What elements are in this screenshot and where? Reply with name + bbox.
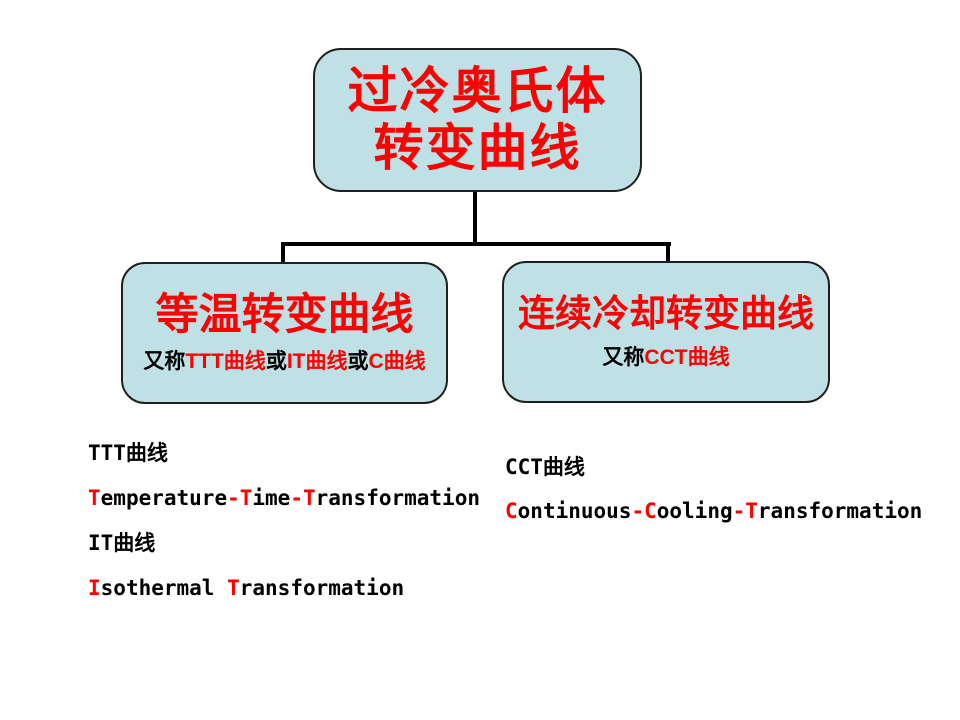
text-segment: ontinuous	[517, 499, 632, 523]
text-segment: 或	[347, 350, 369, 374]
connector-horizontal-line	[281, 242, 671, 246]
text-segment: -T	[290, 486, 316, 510]
text-segment: TTT曲线	[88, 441, 168, 465]
note-it-label: IT曲线	[88, 531, 155, 555]
text-segment: T	[88, 486, 101, 510]
text-segment: -T	[732, 499, 758, 523]
text-segment: IT曲线	[88, 531, 156, 555]
connector-vertical-line	[473, 190, 477, 246]
text-segment: CCT曲线	[644, 345, 730, 369]
continuous-cooling-node-box: 连续冷却转变曲线 又称CCT曲线	[502, 261, 830, 403]
text-segment: ooling	[656, 499, 733, 523]
text-segment: IT曲线	[286, 350, 348, 374]
note-ttt-label: TTT曲线	[88, 441, 168, 465]
text-segment: -T	[227, 486, 253, 510]
root-node-box: 过冷奥氏体 转变曲线	[313, 48, 642, 192]
text-segment: 又称	[602, 345, 645, 369]
continuous-cooling-node-title: 连续冷却转变曲线	[518, 293, 814, 335]
connector-stub-right	[666, 242, 670, 263]
text-segment: TTT曲线	[185, 350, 266, 374]
text-segment: C曲线	[368, 350, 426, 374]
note-cct-expansion: Continuous-Cooling-Transformation	[505, 499, 922, 523]
text-segment: 又称	[143, 350, 186, 374]
root-title-line2: 转变曲线	[373, 120, 582, 176]
connector-stub-left	[281, 242, 285, 264]
text-segment: ransformation	[315, 486, 480, 510]
note-cct-label: CCT曲线	[505, 455, 585, 479]
note-ttt-expansion: Temperature-Time-Transformation	[88, 486, 480, 510]
text-segment: -C	[631, 499, 657, 523]
text-segment: C	[505, 499, 518, 523]
text-segment: CCT曲线	[505, 455, 585, 479]
text-segment: ime	[252, 486, 291, 510]
text-segment: 或	[265, 350, 287, 374]
isothermal-node-box: 等温转变曲线 又称TTT曲线或IT曲线或C曲线	[121, 262, 448, 404]
continuous-cooling-node-subtitle: 又称CCT曲线	[602, 341, 729, 371]
text-segment: I	[88, 576, 101, 600]
isothermal-node-subtitle: 又称TTT曲线或IT曲线或C曲线	[143, 345, 425, 375]
isothermal-node-title: 等温转变曲线	[155, 290, 414, 339]
note-it-expansion: Isothermal Transformation	[88, 576, 404, 600]
text-segment: T	[227, 576, 240, 600]
root-title-line1: 过冷奥氏体	[347, 63, 608, 119]
text-segment: ransformation	[757, 499, 923, 523]
text-segment: ransformation	[239, 576, 405, 600]
text-segment: sothermal	[100, 576, 228, 600]
text-segment: emperature	[100, 486, 228, 510]
